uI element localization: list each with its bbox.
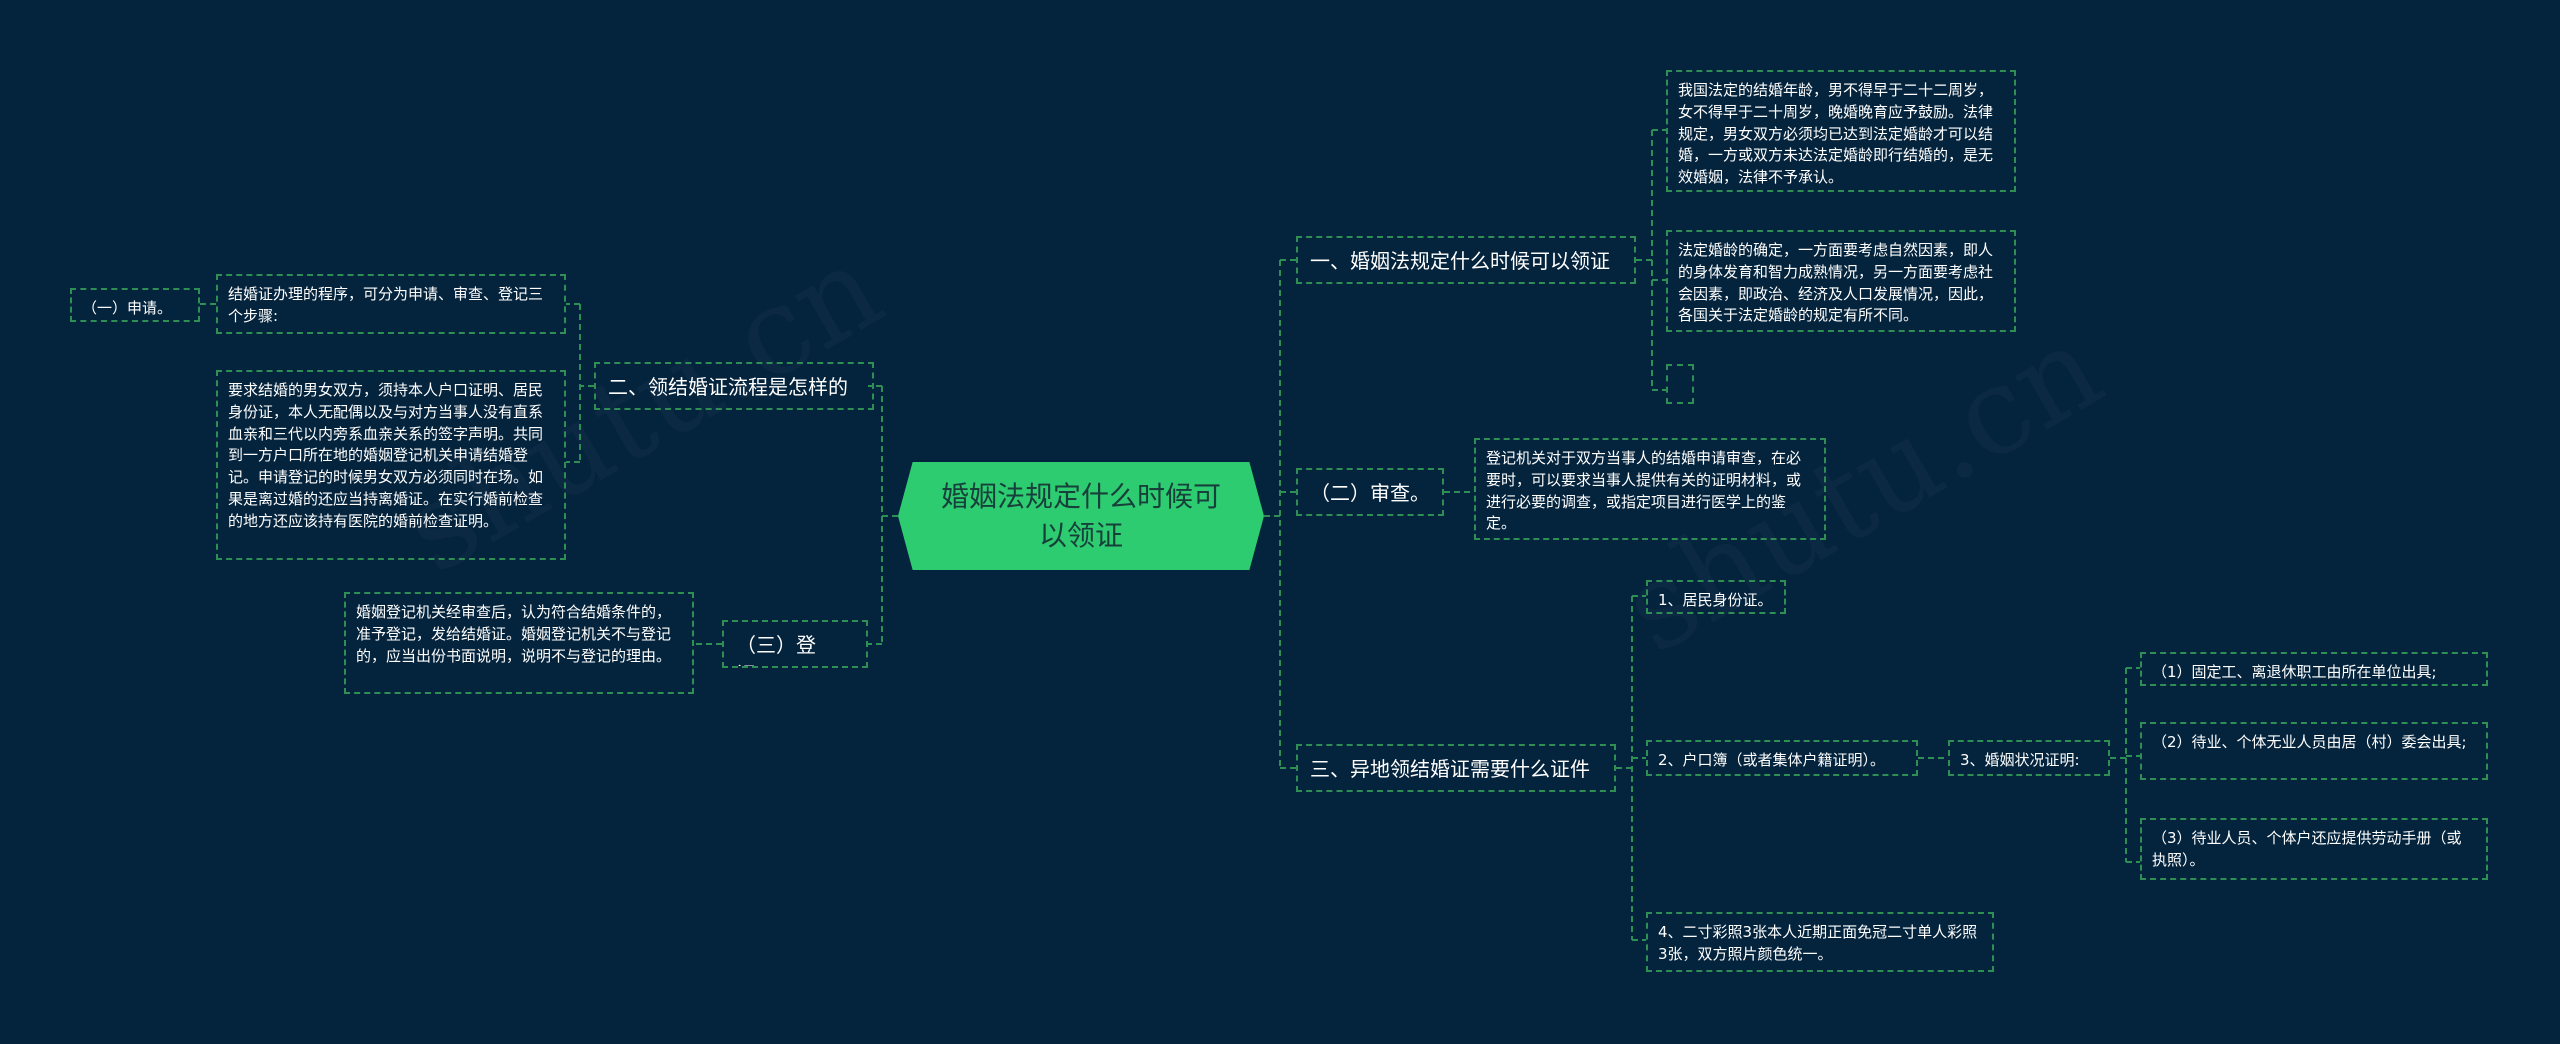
doc-marital-status[interactable]: 3、婚姻状况证明:: [1948, 740, 2110, 776]
status-proof-employed[interactable]: （1）固定工、离退休职工由所在单位出具;: [2140, 652, 2488, 686]
doc-photos[interactable]: 4、二寸彩照3张本人近期正面免冠二寸单人彩照3张，双方照片颜色统一。: [1646, 912, 1994, 972]
branch-process[interactable]: 二、领结婚证流程是怎样的: [594, 362, 874, 410]
status-proof-self-employed[interactable]: （3）待业人员、个体户还应提供劳动手册（或执照）。: [2140, 818, 2488, 880]
branch-when-can-register[interactable]: 一、婚姻法规定什么时候可以领证: [1296, 236, 1636, 284]
legal-age-note[interactable]: 我国法定的结婚年龄，男不得早于二十二周岁，女不得早于二十周岁，晚婚晚育应予鼓励。…: [1666, 70, 2016, 192]
root-topic[interactable]: 婚姻法规定什么时候可以领证: [898, 462, 1264, 570]
apply-requirements-note[interactable]: 要求结婚的男女双方，须持本人户口证明、居民身份证，本人无配偶以及与对方当事人没有…: [216, 370, 566, 560]
step-apply[interactable]: （一）申请。: [70, 288, 200, 322]
branch-documents[interactable]: 三、异地领结婚证需要什么证件: [1296, 744, 1616, 792]
doc-id-card[interactable]: 1、居民身份证。: [1646, 580, 1786, 614]
empty-note[interactable]: [1666, 364, 1694, 404]
doc-household-register[interactable]: 2、户口簿（或者集体户籍证明）。: [1646, 740, 1918, 776]
status-proof-unemployed[interactable]: （2）待业、个体无业人员由居（村）委会出具;: [2140, 722, 2488, 780]
process-steps-note[interactable]: 结婚证办理的程序，可分为申请、审查、登记三个步骤:: [216, 274, 566, 334]
registration-note[interactable]: 婚姻登记机关经审查后，认为符合结婚条件的，准予登记，发给结婚证。婚姻登记机关不与…: [344, 592, 694, 694]
review-note[interactable]: 登记机关对于双方当事人的结婚申请审查，在必要时，可以要求当事人提供有关的证明材料…: [1474, 438, 1826, 540]
branch-review[interactable]: （二）审查。: [1296, 468, 1444, 516]
legal-age-factors-note[interactable]: 法定婚龄的确定，一方面要考虑自然因素，即人的身体发育和智力成熟情况，另一方面要考…: [1666, 230, 2016, 332]
branch-registration[interactable]: （三）登记。: [722, 620, 868, 668]
